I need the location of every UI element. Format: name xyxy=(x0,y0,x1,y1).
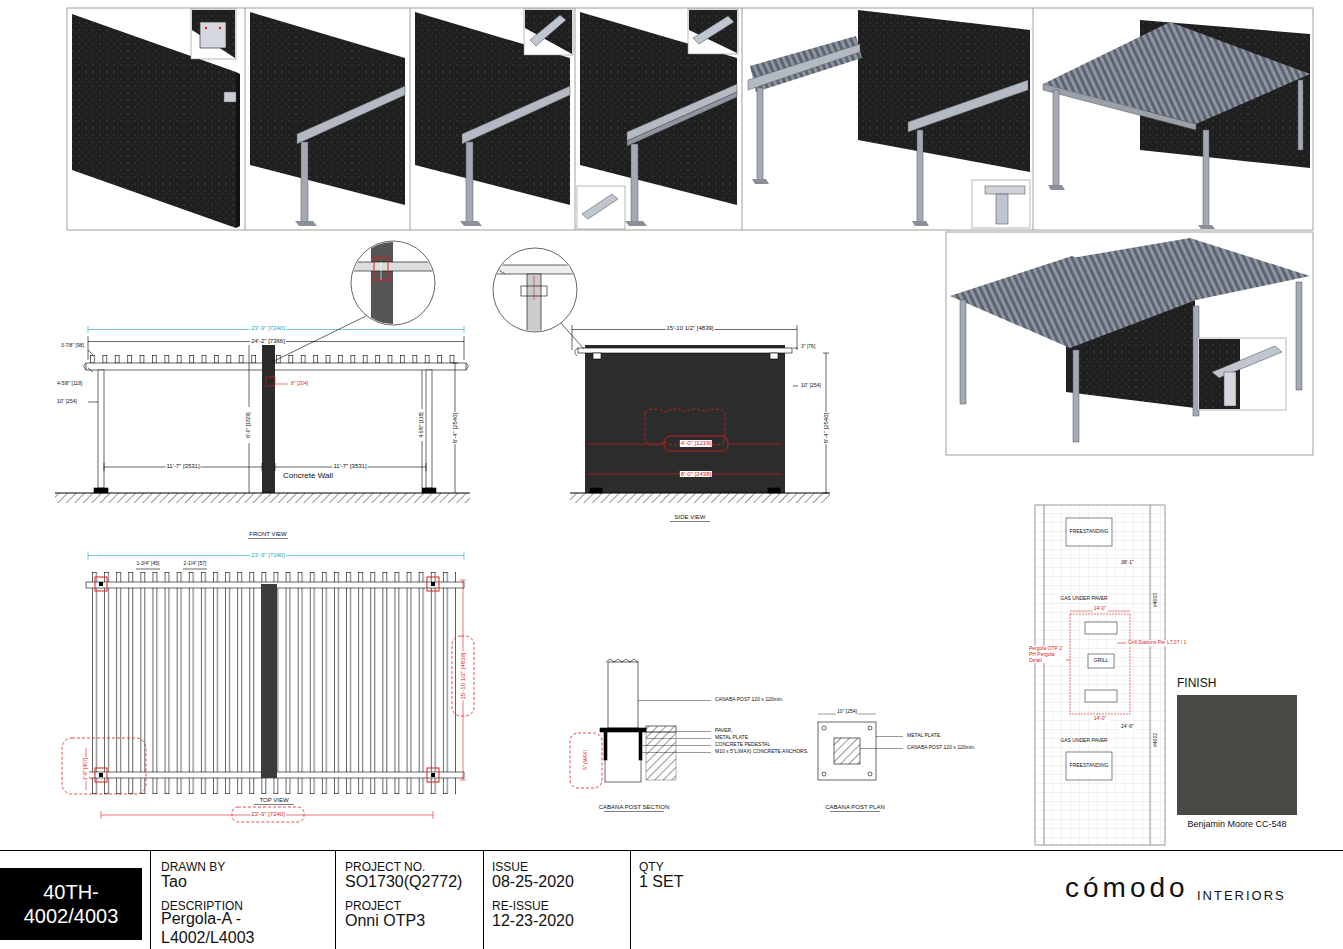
plan-note: Grill Stations Per L7.07 / 1 xyxy=(1127,640,1187,646)
sheet-number: 40TH-4002/4003 xyxy=(6,880,136,928)
dimension: 14'-0" xyxy=(1093,606,1108,612)
view-title: FRONT VIEW xyxy=(248,531,288,538)
dimension: 3" [76] xyxy=(800,344,816,350)
field-label: PROJECT xyxy=(345,899,401,913)
dimension: 15'-10 1/2" [4839] xyxy=(666,325,715,332)
note: PAVER. xyxy=(714,728,734,734)
view-title: CABANA POST PLAN xyxy=(824,804,886,811)
field-label: DRAWN BY xyxy=(161,860,225,874)
post-section xyxy=(570,659,711,812)
dimension: 24'-6" xyxy=(1120,724,1135,730)
dimension: 8'-0" [2438] xyxy=(680,471,712,478)
view-title: CABANA POST SECTION xyxy=(598,804,671,811)
top-view xyxy=(62,552,474,822)
dimension: 14'-0" xyxy=(1093,716,1108,722)
field-label: QTY xyxy=(639,860,664,874)
front-view xyxy=(55,241,470,539)
dimension: 1'-6" [457] xyxy=(83,757,89,781)
dimension: 15'-10 1/2" [4839] xyxy=(460,652,467,701)
plan-note: Pergola OTP 2 PH Pergola Detail xyxy=(1028,646,1066,663)
plan-note: FREESTANDING xyxy=(1069,529,1110,535)
dimension: 2-1/4" [57] xyxy=(183,561,208,567)
title-block xyxy=(0,850,1343,949)
field-value: SO1730(Q2772) xyxy=(345,872,462,891)
plan-note: #4002 xyxy=(1153,732,1159,748)
post-plan xyxy=(818,714,903,812)
dimension: 8'-4" [2540] xyxy=(452,412,459,444)
field-label: FINISH xyxy=(1177,676,1216,690)
dimension: 10" [254] xyxy=(56,399,78,405)
dimension: 1-3/4" [45] xyxy=(136,561,161,567)
dimension: 5" (MAX) xyxy=(583,749,589,771)
site-plan xyxy=(1035,505,1165,845)
dimension: 3-7/8" [98] xyxy=(60,343,85,349)
dimension: 23'-9" [7240] xyxy=(250,325,286,332)
dimension: 8" [204] xyxy=(290,381,309,387)
dimension: 23'-9" [7240] xyxy=(250,811,286,818)
title-cell: QTY1 SET xyxy=(631,851,931,949)
field-value: Pergola-A -L4002/L4003 xyxy=(161,909,301,947)
note: METAL PLATE. xyxy=(714,735,750,741)
dimension: 23'-9" [7240] xyxy=(250,552,286,559)
view-title: SIDE VIEW xyxy=(673,514,706,521)
sheet-number-box: 40TH-4002/4003 xyxy=(0,868,142,940)
plan-note: GRILL xyxy=(1093,658,1109,664)
field-label: ISSUE xyxy=(492,860,528,874)
title-cell: DRAWN BYTaoDESCRIPTIONPergola-A -L4002/L… xyxy=(151,851,335,949)
title-cell: PROJECT NO.SO1730(Q2772) PROJECTOnni OTP3 xyxy=(336,851,483,949)
note: M10 x 5"L(MAX) CONCRETE ANCHORS. xyxy=(714,749,809,755)
field-value: 1 SET xyxy=(639,872,683,891)
plan-note: GAS UNDER PAVER xyxy=(1059,738,1108,744)
dimension: 4-5/8" [118] xyxy=(419,411,425,438)
note: CANABA POST 120 x 120mm. xyxy=(714,697,784,703)
field-value: Onni OTP3 xyxy=(345,911,425,930)
dimension: 8'-4" [2540] xyxy=(823,412,830,444)
field-value: Tao xyxy=(161,872,187,891)
dimension: 24'-2" [7366] xyxy=(250,338,286,345)
dimension: 10" [254] xyxy=(836,709,858,715)
dimension: 4'-0" [1219] xyxy=(680,440,712,447)
dimension: 4-5/8" [118] xyxy=(56,381,83,387)
plan-note: #4003 xyxy=(1153,592,1159,608)
logo: cómodo xyxy=(1064,872,1190,904)
dimension: 6'-0" [1829] xyxy=(246,411,252,438)
plan-note: FREESTANDING xyxy=(1069,763,1110,769)
note: CONCRETE PEDESTAL xyxy=(714,742,771,748)
finish-sample: FINISH Benjamin Moore CC-548 xyxy=(1177,676,1299,838)
finish-swatch xyxy=(1177,695,1297,815)
field-value: 08-25-2020 xyxy=(492,872,574,891)
field-value: Benjamin Moore CC-548 xyxy=(1177,819,1297,830)
title-cell: ISSUE08-25-2020RE-ISSUE12-23-2020 xyxy=(484,851,630,949)
field-label: PROJECT NO. xyxy=(345,860,425,874)
plan-note: GAS UNDER PAVER xyxy=(1059,596,1108,602)
dimension: 10" [254] xyxy=(800,383,822,389)
logo: INTERIORS xyxy=(1196,889,1287,904)
dimension: 11'-7" [3531] xyxy=(165,463,200,470)
dimension: 11'-7" [3531] xyxy=(332,463,367,470)
note: METAL PLATE. xyxy=(906,733,942,739)
field-label: RE-ISSUE xyxy=(492,899,549,913)
note: CANABA POST 120 x 120mm. xyxy=(906,745,976,751)
part-name: Concrete Wall xyxy=(282,471,334,480)
dimension: 38'-1" xyxy=(1120,560,1135,566)
side-view xyxy=(493,248,830,522)
view-title: TOP VIEW xyxy=(258,797,289,804)
field-value: 12-23-2020 xyxy=(492,911,574,930)
